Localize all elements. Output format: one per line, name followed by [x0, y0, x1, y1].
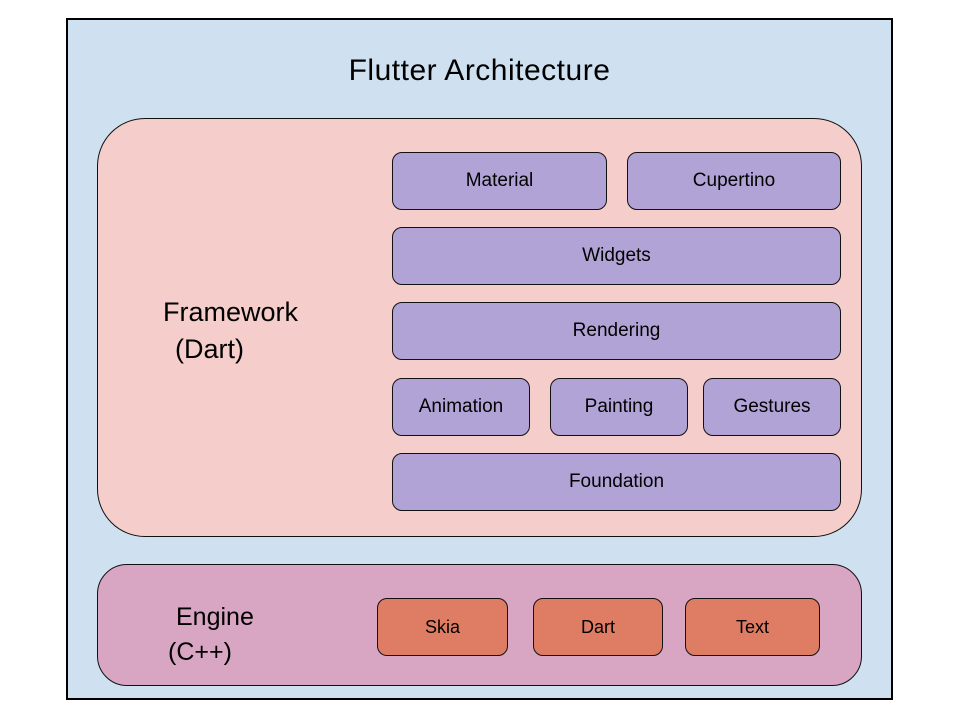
- engine-box-text: Text: [685, 598, 820, 656]
- framework-label-line2: (Dart): [175, 334, 244, 364]
- engine-box-dart: Dart: [533, 598, 663, 656]
- framework-box-foundation: Foundation: [392, 453, 841, 511]
- diagram-title: Flutter Architecture: [348, 54, 611, 87]
- framework-box-material: Material: [392, 152, 607, 210]
- framework-box-animation: Animation: [392, 378, 530, 436]
- framework-label-line1: Framework: [163, 297, 299, 327]
- engine-label: Engine (C++): [168, 600, 254, 670]
- framework-box-widgets: Widgets: [392, 227, 841, 285]
- framework-box-gestures: Gestures: [703, 378, 841, 436]
- framework-box-cupertino: Cupertino: [627, 152, 841, 210]
- engine-label-line1: Engine: [176, 603, 254, 631]
- engine-box-skia: Skia: [377, 598, 508, 656]
- framework-box-rendering: Rendering: [392, 302, 841, 360]
- engine-label-line2: (C++): [168, 638, 232, 666]
- framework-label: Framework (Dart): [163, 294, 298, 368]
- framework-box-painting: Painting: [550, 378, 688, 436]
